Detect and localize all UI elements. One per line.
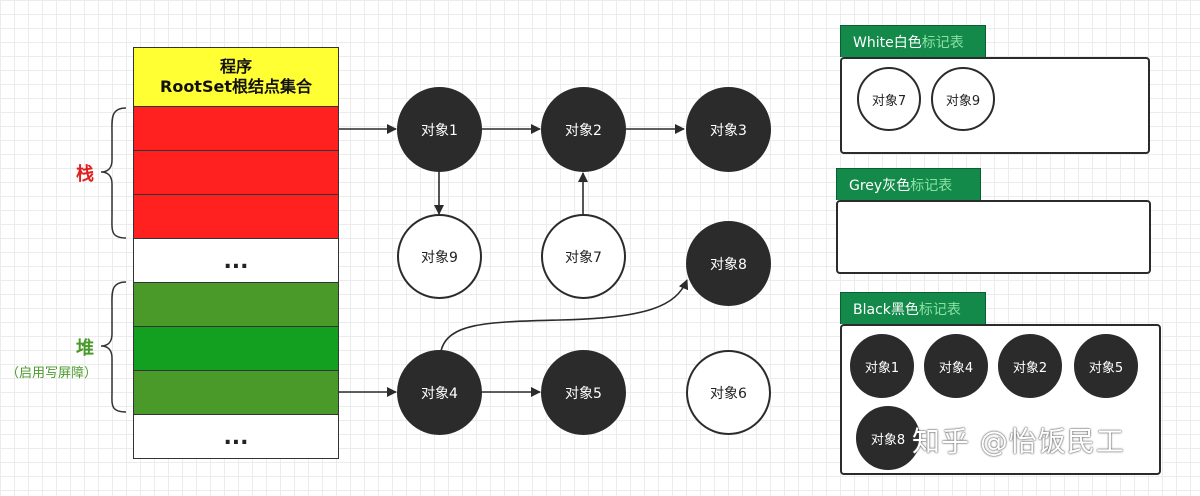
stack-cell-2 [133, 150, 339, 195]
node-obj2: 对象2 [541, 87, 626, 172]
white-panel-tab: White白色标记表 [840, 25, 986, 57]
black-panel-tab: Black黑色标记表 [840, 292, 986, 324]
grey-panel-title-suffix: 标记表 [910, 177, 953, 194]
black-panel: 对象1 对象4 对象2 对象5 对象8 [840, 324, 1161, 475]
node-obj5: 对象5 [541, 350, 626, 435]
white-panel-title-suffix: 标记表 [921, 34, 964, 51]
white-item-obj7: 对象7 [857, 67, 921, 131]
stack-brace [100, 107, 127, 239]
black-item-obj2: 对象2 [998, 334, 1062, 398]
black-item-obj5: 对象5 [1074, 334, 1138, 398]
grey-panel [836, 200, 1151, 274]
node-obj1: 对象1 [397, 87, 482, 172]
white-panel: 对象7 对象9 [840, 57, 1150, 154]
white-item-obj9: 对象9 [931, 67, 995, 131]
rootset-title-line2: RootSet根结点集合 [160, 77, 312, 96]
stack-ellipsis: ... [223, 249, 249, 274]
node-obj6: 对象6 [686, 350, 771, 435]
heap-ellipsis-cell: ... [133, 414, 339, 459]
heap-label: 堆 [76, 338, 94, 359]
rootset-header: 程序 RootSet根结点集合 [133, 47, 339, 107]
heap-brace [100, 281, 127, 413]
heap-note: （启用写屏障） [6, 366, 98, 381]
black-panel-title-suffix: 标记表 [918, 301, 961, 318]
node-obj4: 对象4 [397, 350, 482, 435]
white-panel-title: White白色 [853, 34, 922, 51]
stack-cell-1 [133, 106, 339, 151]
stack-label: 栈 [76, 164, 94, 185]
node-obj3: 对象3 [686, 87, 771, 172]
node-obj8: 对象8 [686, 221, 771, 306]
node-obj9: 对象9 [397, 214, 482, 299]
heap-cell-3 [133, 370, 339, 415]
black-item-obj1: 对象1 [850, 334, 914, 398]
heap-ellipsis: ... [223, 425, 249, 450]
black-panel-title: Black黑色 [853, 301, 919, 318]
arrow-obj4-to-obj8 [440, 279, 689, 352]
rootset-title-line1: 程序 [219, 57, 252, 76]
grey-panel-title: Grey灰色 [849, 177, 911, 194]
grey-panel-tab: Grey灰色标记表 [836, 168, 981, 200]
black-item-obj4: 对象4 [924, 334, 988, 398]
node-obj7: 对象7 [541, 214, 626, 299]
watermark-text: 知乎 @怡饭民工 [912, 425, 1125, 458]
black-item-obj8: 对象8 [856, 406, 920, 470]
